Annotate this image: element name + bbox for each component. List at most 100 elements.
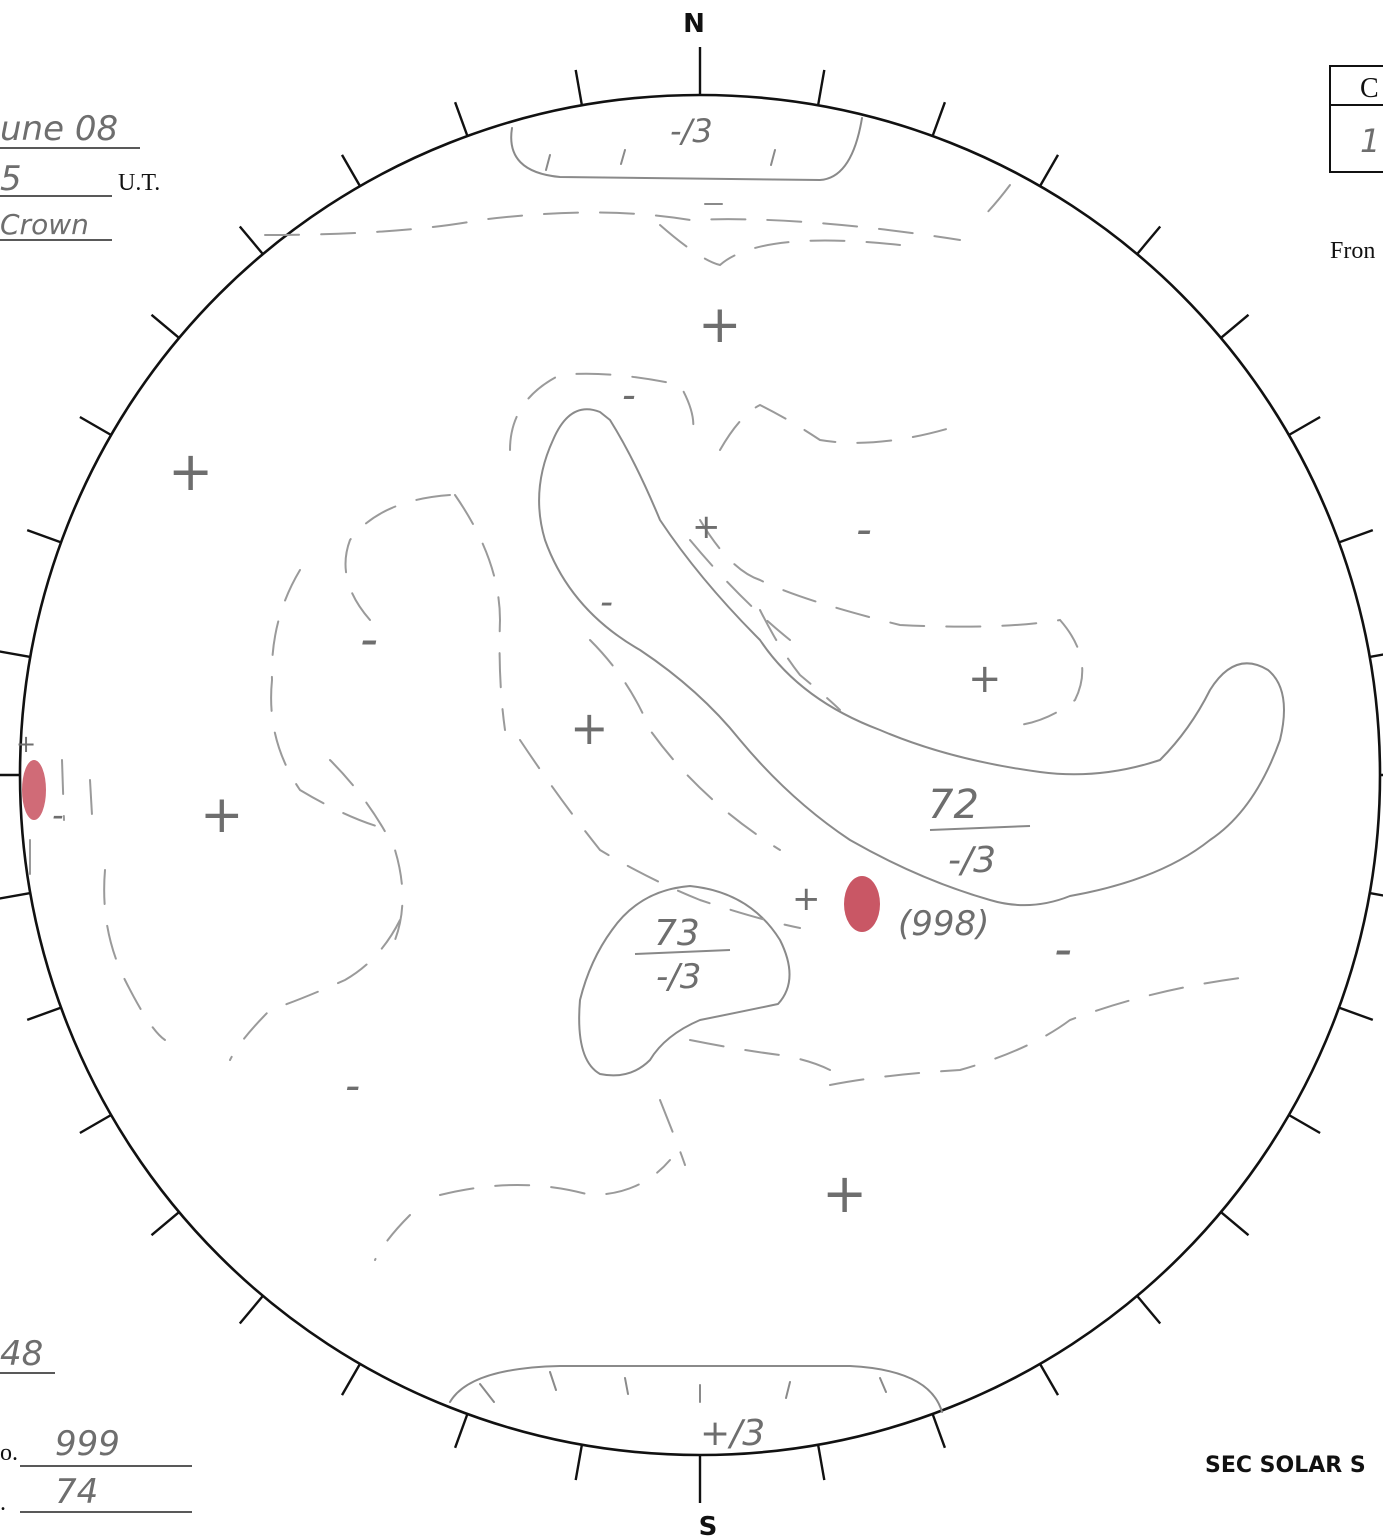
time-unit-label: U.T. <box>118 170 160 196</box>
label-72-top: 72 <box>928 782 979 828</box>
label-72-bottom: -/3 <box>948 840 996 881</box>
plus-mark: + <box>570 701 609 755</box>
brand-label: SEC SOLAR S <box>1205 1453 1366 1478</box>
plage-mark-center <box>844 876 880 932</box>
rim-tick <box>816 69 826 106</box>
rim-tick <box>1136 225 1162 255</box>
region-value: 48 <box>0 1334 43 1374</box>
pencil-hatch <box>479 1371 887 1403</box>
dashed-contour <box>659 224 901 267</box>
plus-mark: + <box>168 440 213 503</box>
observer-value: Crown <box>0 208 89 241</box>
dashed-contour <box>454 494 506 731</box>
time-value: 5 <box>0 159 22 199</box>
plus-mark: + <box>822 1162 867 1225</box>
dashed-contour <box>329 759 404 941</box>
rim-tick <box>1369 653 1383 659</box>
rim-tick <box>1338 528 1374 544</box>
rim-tick <box>0 891 31 900</box>
dashed-contour <box>689 539 791 641</box>
dashed-contour <box>229 919 401 1061</box>
data-table-cell: 1 <box>1360 122 1380 160</box>
neutral-line-72 <box>538 408 1285 907</box>
rim-tick <box>574 1444 584 1481</box>
plus-mark: + <box>16 730 36 758</box>
minus-mark: - <box>1054 920 1072 978</box>
plus-mark: + <box>698 295 742 355</box>
plage-mark-limb <box>22 760 46 820</box>
rim-tick <box>340 154 362 187</box>
label-72-divider <box>929 825 1031 831</box>
rim-tick <box>1038 1363 1060 1396</box>
rim-tick <box>26 528 62 544</box>
from-label: Fron <box>1330 238 1375 264</box>
region-number-label: (998) <box>898 904 989 944</box>
dashed-contour <box>589 639 781 851</box>
dashed-contour <box>689 1039 831 1071</box>
rim-tick <box>79 415 112 437</box>
rim-tick <box>238 1295 264 1325</box>
dashed-contour <box>103 869 166 1041</box>
rim-tick <box>931 101 947 137</box>
north-polar-label: -/3 <box>670 112 713 150</box>
north-label: N <box>683 9 705 39</box>
dashed-contour <box>270 569 391 831</box>
rim-tick <box>340 1363 362 1396</box>
rim-ticks <box>0 47 1383 1503</box>
minus-mark: - <box>600 582 613 623</box>
data-table <box>1329 65 1383 173</box>
dashed-contour <box>29 759 93 881</box>
dashed-contour <box>264 211 961 241</box>
dashed-contour <box>374 1214 411 1261</box>
south-polar-label: +/3 <box>700 1413 765 1454</box>
field1-prefix: o. <box>0 1440 18 1466</box>
field2-value: 74 <box>55 1472 98 1512</box>
dashed-contour <box>439 1159 671 1197</box>
plus-mark: + <box>792 879 821 919</box>
date-value: une 08 <box>0 109 118 149</box>
rim-tick <box>453 101 469 137</box>
data-table-header: C <box>1360 73 1379 104</box>
rim-tick <box>1288 415 1321 437</box>
south-label: S <box>699 1512 718 1539</box>
plus-mark: + <box>200 785 244 845</box>
minus-mark: - <box>622 373 636 417</box>
label-73-bottom: -/3 <box>656 957 701 997</box>
dashed-contour <box>699 519 1084 726</box>
minus-mark: - <box>345 1061 360 1110</box>
label-73-top: 73 <box>654 913 700 954</box>
rim-tick <box>574 69 584 106</box>
rim-tick <box>0 650 31 659</box>
dashed-contour <box>759 609 841 711</box>
dashed-contour <box>719 403 961 451</box>
neutral-line-73 <box>578 885 791 1077</box>
pencil-hatch <box>545 149 776 205</box>
rim-tick <box>1338 1006 1374 1022</box>
label-73-divider <box>634 949 731 955</box>
minus-mark: - <box>360 610 378 668</box>
rim-tick <box>453 1413 469 1449</box>
rim-tick <box>1288 1113 1321 1135</box>
dashed-contour <box>519 739 801 929</box>
rim-tick <box>816 1444 826 1481</box>
minus-mark: - <box>52 796 64 834</box>
rim-tick <box>1038 154 1060 187</box>
rim-tick <box>1220 313 1250 339</box>
rim-tick <box>1136 1295 1162 1325</box>
rim-tick <box>79 1113 112 1135</box>
rim-tick <box>238 225 264 255</box>
north-polar-boundary <box>510 117 863 181</box>
rim-tick <box>26 1006 62 1022</box>
dashed-contour <box>509 372 695 451</box>
plus-mark: + <box>692 507 721 547</box>
dashed-contour <box>344 494 451 621</box>
dashed-contour <box>829 977 1241 1086</box>
dashed-contour <box>659 1099 686 1166</box>
south-polar-boundary <box>449 1365 943 1413</box>
rim-tick <box>1220 1211 1250 1237</box>
rim-tick <box>931 1413 947 1449</box>
field2-prefix: . <box>0 1490 6 1516</box>
field1-value: 999 <box>55 1424 120 1464</box>
minus-mark: - <box>856 504 872 555</box>
